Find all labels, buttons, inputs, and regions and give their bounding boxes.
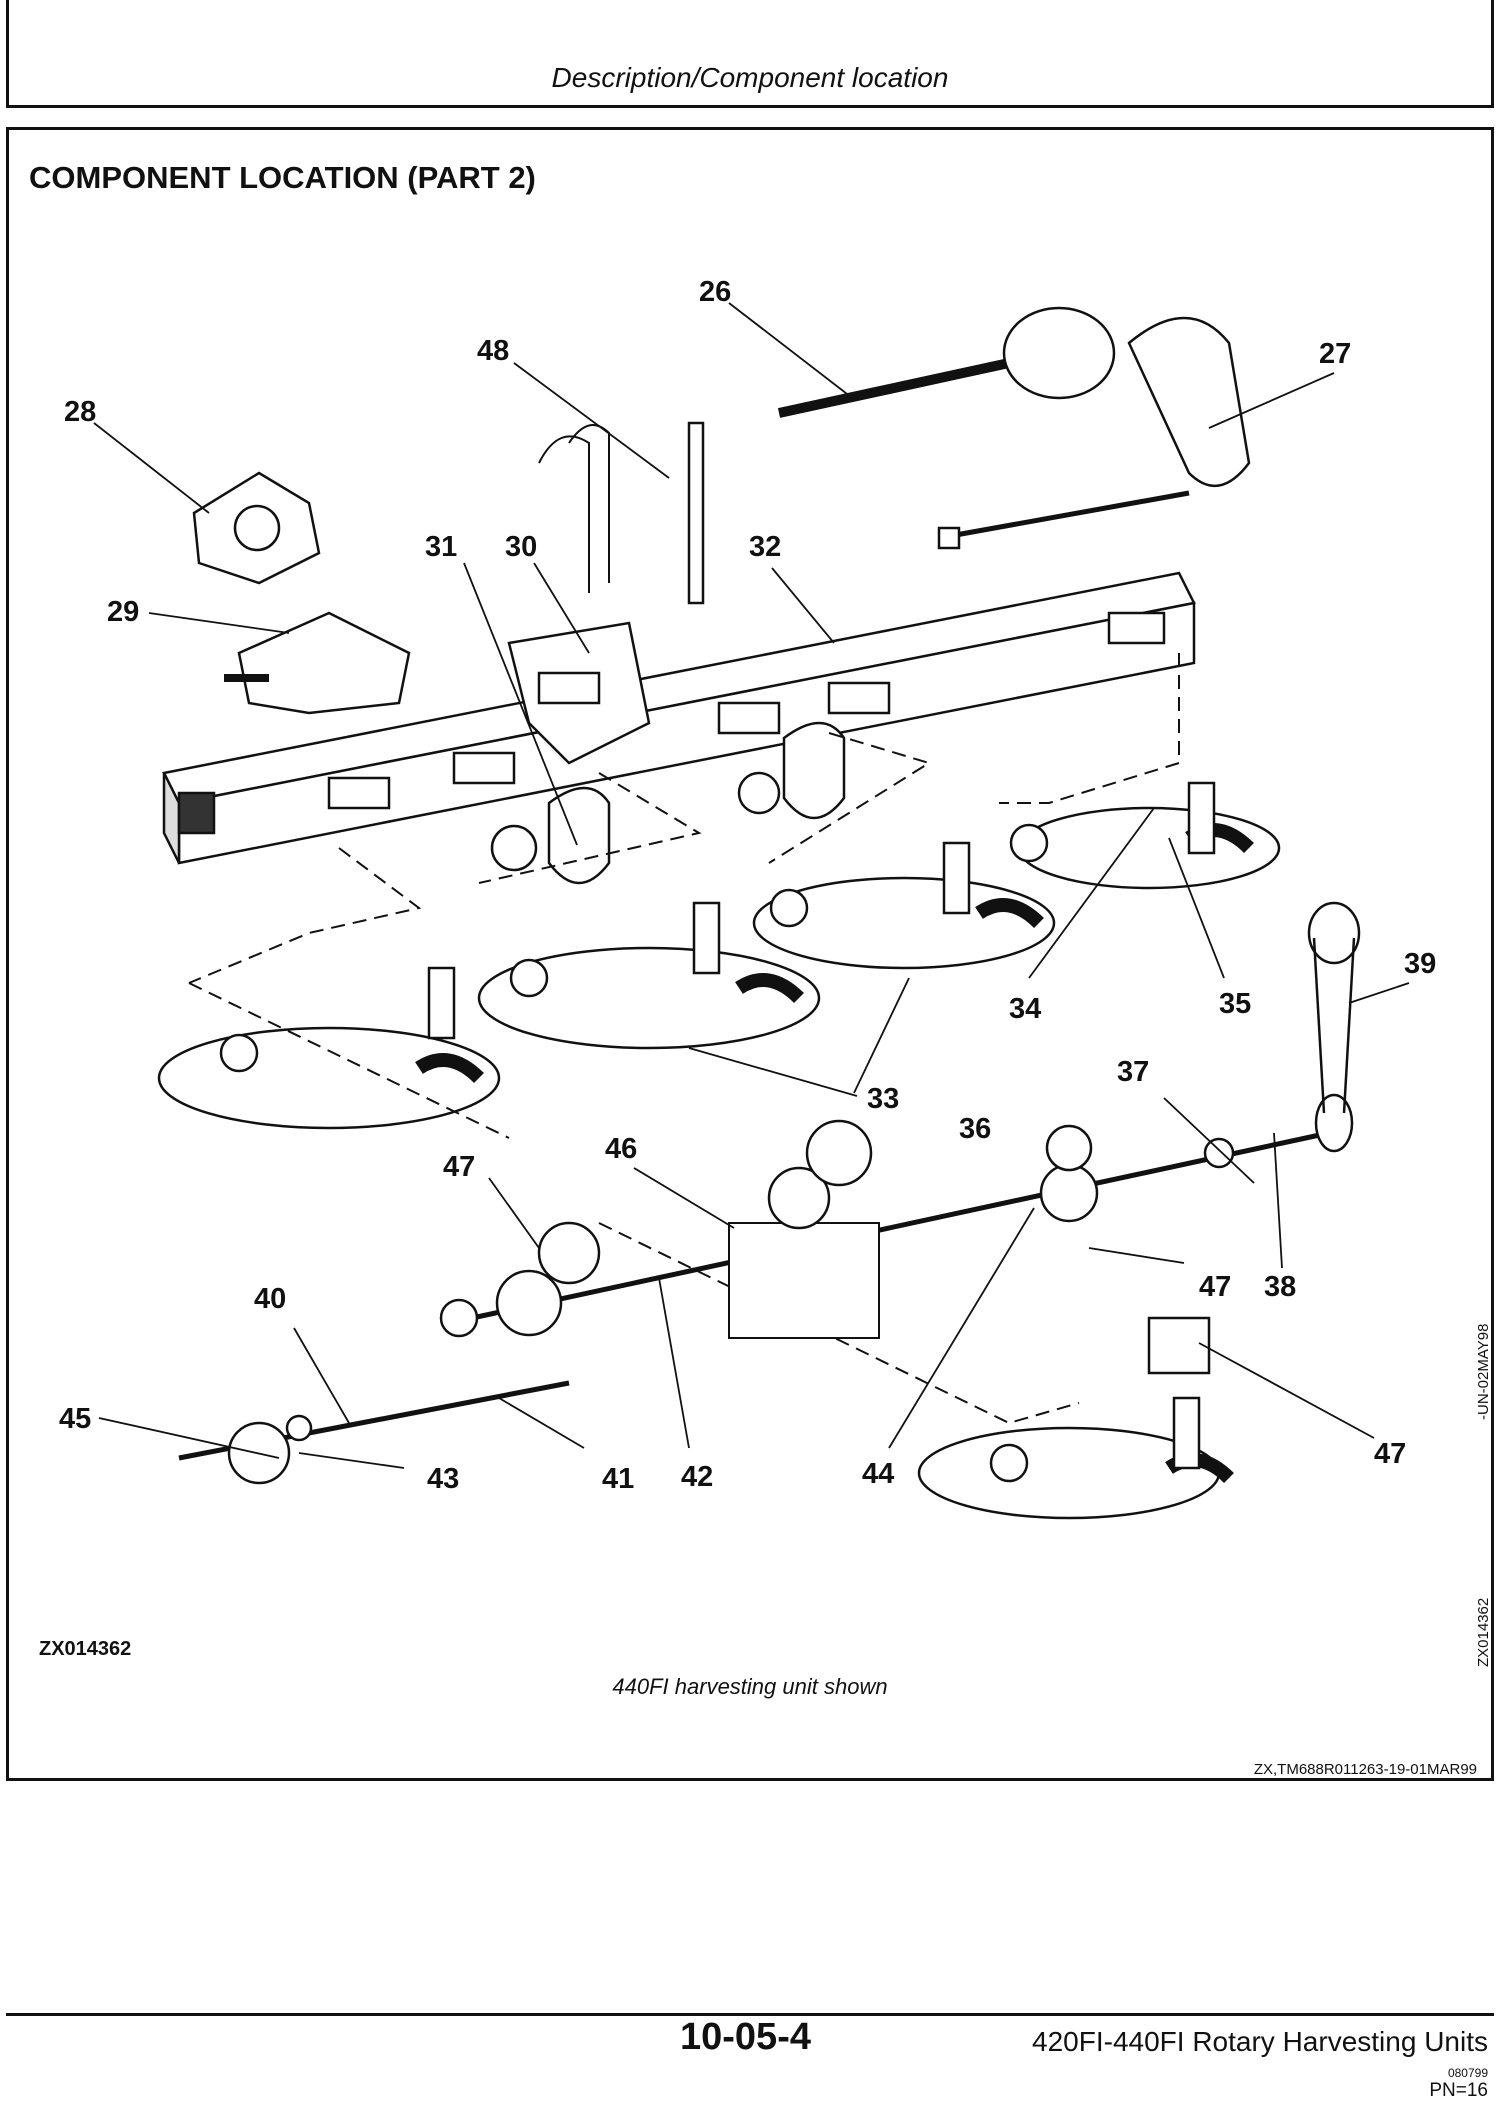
side-code-figure: ZX014362 (1475, 1597, 1492, 1667)
callout-37: 37 (1117, 1056, 1149, 1088)
section-header: Description/Component location (551, 62, 949, 93)
callout-47-middle: 47 (1199, 1271, 1231, 1303)
content-box: COMPONENT LOCATION (PART 2) (6, 127, 1494, 1781)
callout-41: 41 (602, 1463, 634, 1495)
callout-44: 44 (862, 1458, 894, 1490)
callout-32: 32 (749, 531, 781, 563)
callout-46: 46 (605, 1133, 637, 1165)
date-code: 080799 (1447, 2066, 1488, 2080)
header-box: Description/Component location (6, 0, 1494, 108)
page-pn: PN=16 (1429, 2080, 1488, 2101)
footer-rule (6, 2013, 1494, 2016)
upper-components-drawing (192, 306, 1251, 715)
callout-45: 45 (59, 1403, 91, 1435)
callout-38: 38 (1264, 1271, 1296, 1303)
callout-40: 40 (254, 1283, 286, 1315)
figure-id: ZX014362 (39, 1638, 132, 1660)
leader-lines (93, 302, 1410, 1469)
callout-28: 28 (64, 396, 96, 428)
exploded-parts-diagram: 26 27 28 29 30 31 32 33 34 35 36 37 38 3… (59, 276, 1436, 1520)
reference-code: ZX,TM688R011263-19-01MAR99 (1253, 1761, 1477, 1778)
callout-43: 43 (427, 1463, 459, 1495)
drive-shaft-drawing (178, 901, 1361, 1485)
callout-27: 27 (1319, 338, 1351, 370)
side-code-date: -UN-02MAY98 (1475, 1323, 1492, 1420)
callout-42: 42 (681, 1461, 713, 1493)
callout-33: 33 (867, 1083, 899, 1115)
callout-labels: 26 27 28 29 30 31 32 33 34 35 36 37 38 3… (59, 276, 1436, 1495)
callout-47-upper: 47 (443, 1151, 475, 1183)
callout-39: 39 (1404, 948, 1436, 980)
callout-34: 34 (1009, 993, 1041, 1025)
figure-caption: 440FI harvesting unit shown (612, 1674, 888, 1699)
mounting-outlines (188, 653, 1180, 1425)
gearbox-drawings (157, 721, 1281, 1520)
manual-title: 420FI-440FI Rotary Harvesting Units (1032, 2026, 1488, 2057)
page-title: COMPONENT LOCATION (PART 2) (29, 160, 536, 195)
page-number: 10-05-4 (680, 2016, 811, 2058)
frame-beam-drawing (162, 571, 1196, 865)
callout-36: 36 (959, 1113, 991, 1145)
callout-26: 26 (699, 276, 731, 308)
callout-29: 29 (107, 596, 139, 628)
callout-35: 35 (1219, 988, 1251, 1020)
callout-48: 48 (477, 335, 509, 367)
callout-30: 30 (505, 531, 537, 563)
callout-47-lower: 47 (1374, 1438, 1406, 1470)
callout-31: 31 (425, 531, 457, 563)
